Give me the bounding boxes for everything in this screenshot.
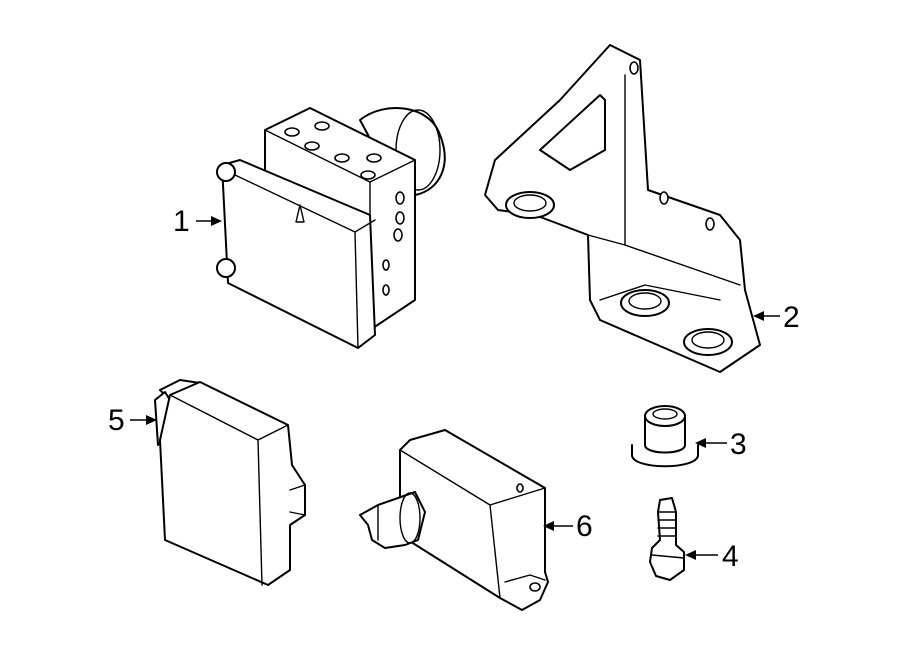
callout-2: 2 xyxy=(753,301,800,334)
part-5-control-module xyxy=(154,379,306,586)
arrow-icon xyxy=(753,311,764,321)
arrow-icon xyxy=(211,216,222,226)
callout-5: 5 xyxy=(108,404,157,437)
callout-label-5: 5 xyxy=(108,404,125,437)
part-6-sensor xyxy=(359,429,549,611)
callout-1: 1 xyxy=(173,205,222,238)
arrow-icon xyxy=(695,438,706,448)
part-2-mounting-bracket xyxy=(484,44,761,373)
callout-label-1: 1 xyxy=(173,205,190,238)
callout-6: 6 xyxy=(543,510,593,543)
callout-3: 3 xyxy=(695,428,747,461)
arrow-icon xyxy=(543,521,554,531)
arrow-icon xyxy=(685,550,696,560)
callout-label-6: 6 xyxy=(576,510,593,543)
part-4-stud-bolt xyxy=(649,497,685,581)
callout-4: 4 xyxy=(685,540,739,573)
part-1-abs-modulator xyxy=(216,107,446,349)
callout-label-3: 3 xyxy=(730,428,747,461)
part-3-grommet xyxy=(631,405,699,468)
arrow-icon xyxy=(146,415,157,425)
callout-label-2: 2 xyxy=(783,301,800,334)
callout-label-4: 4 xyxy=(722,540,739,573)
